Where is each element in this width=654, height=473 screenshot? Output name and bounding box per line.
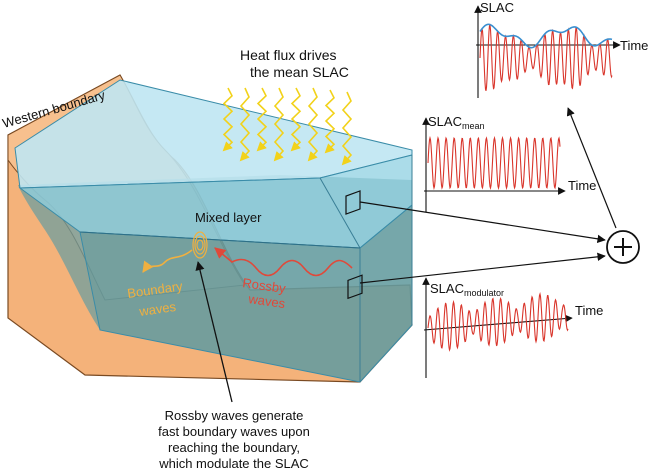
total-signal-line <box>479 23 613 92</box>
heat-flux-arrow <box>290 87 302 152</box>
rossby-wave-arrow <box>214 247 353 277</box>
plot-slac-mean: SLACmean Time <box>422 114 596 212</box>
mean-y-label: SLACmean <box>428 114 484 131</box>
modulator-y-label: SLACmodulator <box>430 281 504 298</box>
boundary-wave-rings <box>192 231 208 259</box>
sum-to-total-arrow <box>566 107 617 229</box>
plot-total-slac: SLAC Time <box>474 0 648 98</box>
caption-line3: reaching the boundary, <box>168 440 300 455</box>
heat-flux-arrow <box>256 87 268 152</box>
mean-to-sum-arrow <box>359 201 606 243</box>
caption-line1: Rossby waves generate <box>165 408 304 423</box>
ocean-block <box>7 74 413 383</box>
ocean-box-edges <box>319 155 413 382</box>
mean-x-label: Time <box>568 178 596 193</box>
caption-pointer-arrow <box>195 261 233 403</box>
heat-flux-arrow <box>324 89 336 154</box>
total-envelope-line <box>479 23 613 49</box>
total-x-label: Time <box>620 38 648 53</box>
modulator-to-sum-arrow <box>359 252 606 284</box>
heat-flux-arrow <box>341 91 353 166</box>
heat-flux-arrow <box>239 87 251 162</box>
modulator-signal-line <box>427 291 569 352</box>
caption-line2: fast boundary waves upon <box>158 424 310 439</box>
rossby-waves-label-line2: waves <box>247 291 287 311</box>
total-y-label: SLAC <box>480 0 514 15</box>
rossby-waves-label-line1: Rossby <box>242 275 288 296</box>
boundary-waves-label-line2: waves <box>137 299 177 319</box>
boundary-wave-arrow <box>142 249 193 273</box>
heat-flux-label-line1: Heat flux drives <box>240 47 336 63</box>
heat-flux-arrow <box>273 87 285 162</box>
plot-slac-modulator: SLACmodulator Time <box>422 277 603 378</box>
caption-line4: which modulate the SLAC <box>158 456 309 471</box>
modulator-x-label: Time <box>575 303 603 318</box>
heat-flux-arrows <box>222 87 353 166</box>
sum-operator <box>606 230 640 264</box>
mixed-layer-label: Mixed layer <box>195 210 262 225</box>
mean-signal-line <box>427 135 561 191</box>
surface-sample-marker <box>345 190 361 215</box>
heat-flux-arrow <box>222 87 234 152</box>
heat-flux-label-line2: the mean SLAC <box>250 64 349 80</box>
heat-flux-arrow <box>307 87 319 162</box>
deep-sample-marker <box>347 274 363 300</box>
